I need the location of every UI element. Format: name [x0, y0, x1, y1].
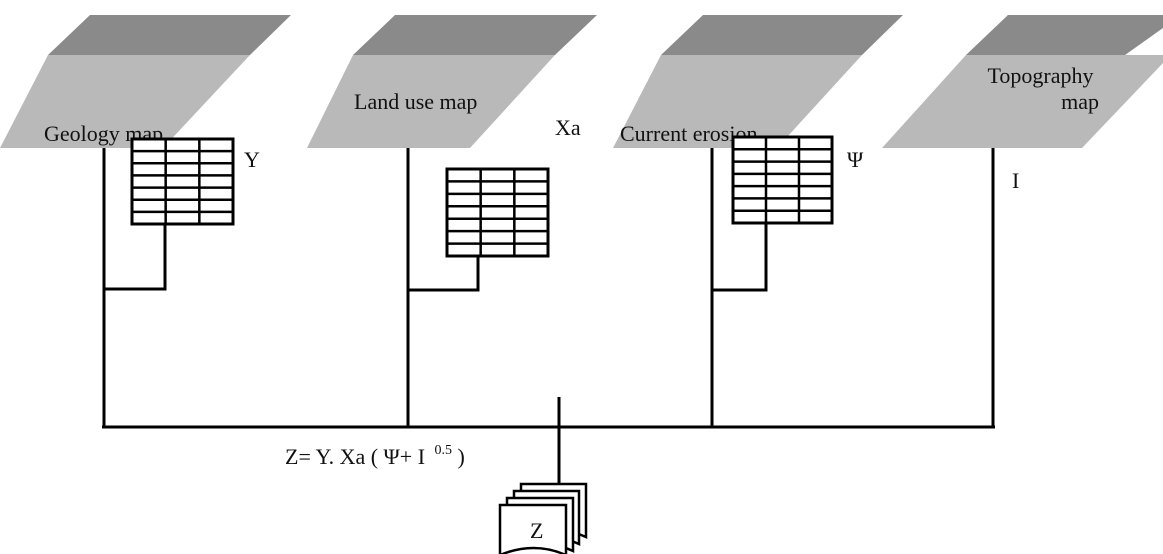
topography-layer: Topography map I: [882, 15, 1163, 193]
geology-table: [130, 137, 235, 226]
geology-layer: Geology map Y: [0, 15, 291, 226]
connector-lines: [102, 148, 995, 500]
landuse-layer: Land use map Xa: [307, 15, 597, 258]
geology-layer-top: [48, 15, 291, 55]
erosion-table-connector: [712, 223, 768, 292]
landuse-variable: Xa: [555, 115, 581, 140]
geology-table-frame: [130, 137, 235, 226]
erosion-variable: Ψ: [847, 147, 864, 172]
erosion-layer: Current erosion Ψ: [613, 15, 903, 225]
erosion-layer-face: [613, 55, 862, 148]
topography-layer-label: Topography map: [988, 63, 1100, 114]
landuse-layer-top: [353, 15, 597, 55]
landuse-table: [445, 167, 550, 258]
formula-close: ): [458, 444, 465, 469]
geology-layer-face: [0, 55, 250, 148]
output-label: Z: [530, 518, 543, 543]
landuse-table-frame: [445, 167, 550, 258]
landuse-layer-label: Land use map: [354, 89, 477, 114]
geology-variable: Y: [244, 147, 260, 172]
output-doc-front: [498, 503, 568, 554]
topography-layer-top: [966, 15, 1163, 55]
formula-main: Z= Y. Xa ( Ψ+ I: [285, 444, 425, 469]
landuse-table-connector: [408, 256, 480, 292]
topography-variable: I: [1012, 168, 1019, 193]
output-document-stack: [498, 482, 588, 554]
erosion-table: [731, 135, 834, 225]
topography-layer-face: [882, 55, 1163, 148]
formula: Z= Y. Xa ( Ψ+ I 0.5 ): [285, 434, 465, 469]
erosion-table-frame: [731, 135, 834, 225]
geology-table-connector: [104, 224, 167, 291]
erosion-layer-top: [661, 15, 903, 55]
landuse-layer-face: [307, 55, 555, 148]
formula-exponent: 0.5: [435, 443, 453, 458]
